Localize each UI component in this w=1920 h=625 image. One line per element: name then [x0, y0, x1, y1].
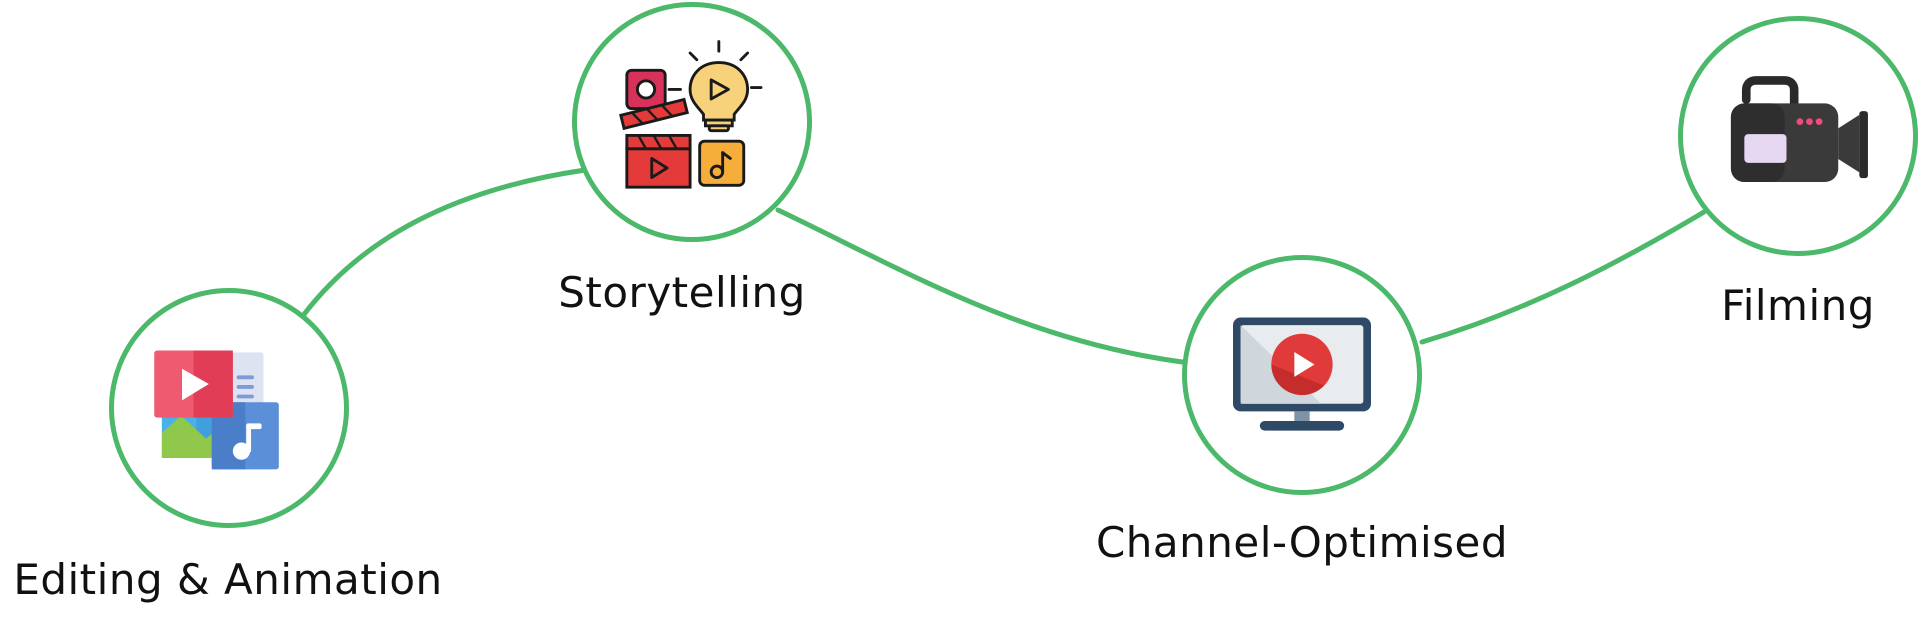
node-storytelling: [572, 2, 812, 242]
node-editing-animation: [109, 288, 349, 528]
label-filming: Filming: [1721, 281, 1875, 330]
monitor-play-icon: [1233, 317, 1371, 431]
label-editing-animation: Editing & Animation: [13, 555, 443, 604]
node-channel-optimised: [1182, 255, 1422, 495]
media-files-icon: [154, 350, 279, 470]
node-filming: [1678, 16, 1918, 256]
label-storytelling: Storytelling: [558, 268, 806, 317]
connector-editing-storytelling: [299, 167, 588, 320]
connector-storytelling-channel: [775, 207, 1185, 365]
connector-channel-filming: [1419, 209, 1707, 345]
storytelling-icon: [619, 40, 763, 189]
video-camera-icon: [1730, 76, 1868, 182]
label-channel-optimised: Channel-Optimised: [1095, 518, 1509, 567]
